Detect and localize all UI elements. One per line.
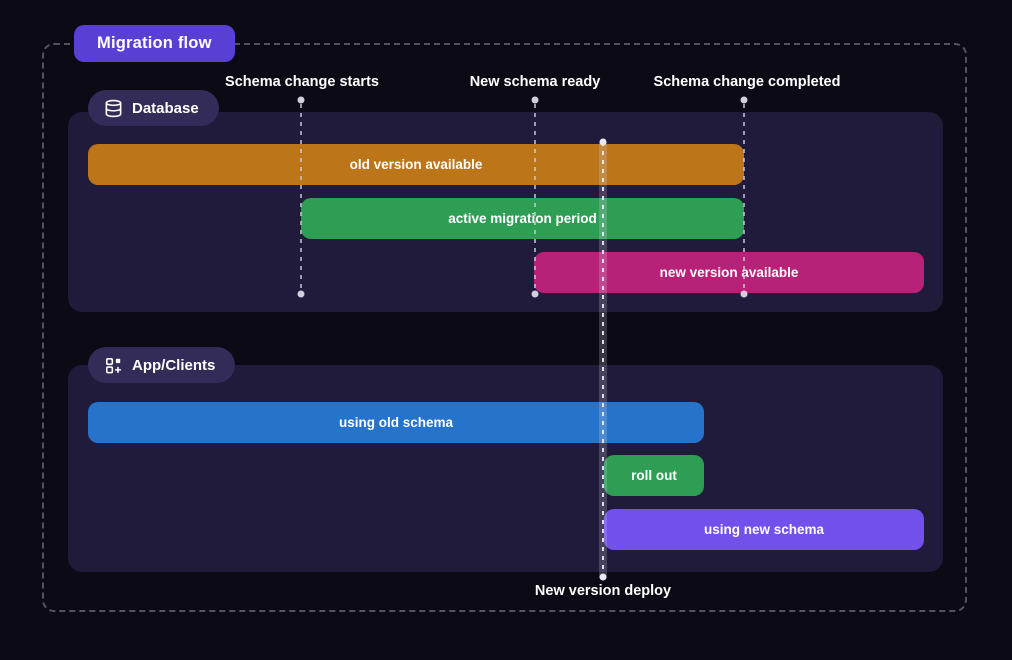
- app-clients-lane-label: App/Clients: [88, 347, 236, 383]
- event-guide-line: [300, 104, 302, 292]
- deploy-label: New version deploy: [534, 583, 672, 599]
- bar-old-version-available: old version available: [88, 144, 744, 185]
- bar-roll-out: roll out: [604, 455, 704, 496]
- event-label: New schema ready: [469, 74, 601, 90]
- diagram-frame: [42, 43, 967, 612]
- event-guide-line: [534, 104, 536, 292]
- event-dot-bottom: [531, 290, 539, 298]
- deploy-dot-bottom: [599, 573, 607, 581]
- deploy-dot-top: [599, 138, 607, 146]
- event-label: Schema change starts: [225, 74, 379, 90]
- event-guide-line: [743, 104, 745, 292]
- event-label: Schema change completed: [653, 74, 841, 90]
- database-lane-label-text: Database: [132, 99, 199, 117]
- deploy-marker-line: [602, 142, 604, 578]
- event-dot-bottom: [297, 290, 305, 298]
- apps-grid-plus-icon: [104, 356, 123, 375]
- bar-using-old-schema: using old schema: [88, 402, 704, 443]
- event-dot-top: [297, 96, 305, 104]
- event-dot-top: [531, 96, 539, 104]
- diagram-title-badge: Migration flow: [74, 25, 235, 62]
- event-dot-bottom: [740, 290, 748, 298]
- app-clients-lane-label-text: App/Clients: [132, 356, 216, 374]
- event-dot-top: [740, 96, 748, 104]
- bar-new-version-available: new version available: [534, 252, 924, 293]
- bar-using-new-schema: using new schema: [604, 509, 924, 550]
- database-lane-label: Database: [88, 90, 219, 126]
- database-icon: [104, 99, 123, 118]
- bar-active-migration-period: active migration period: [301, 198, 744, 239]
